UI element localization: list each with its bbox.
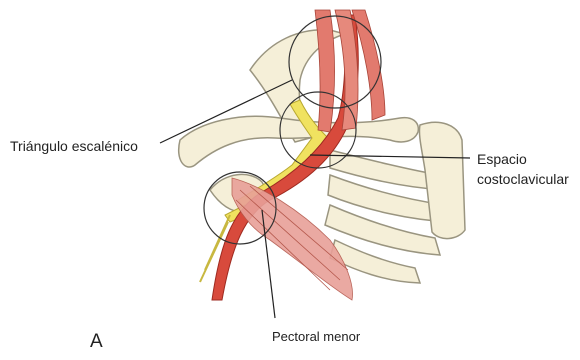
pectoralis-minor-label: Pectoral menor [272,329,360,344]
scalene-muscles [315,10,385,132]
leader-lines [160,80,470,318]
scalene-triangle-label: Triángulo escalénico [10,138,138,154]
costoclavicular-space-label: Espacio costoclavicular [477,149,569,189]
sternum [419,122,465,238]
panel-letter: A [90,331,103,353]
anterior-scalene [315,10,335,132]
costoclavicular-label-line1: Espacio [477,149,569,169]
costoclavicular-label-line2: costoclavicular [477,169,569,189]
